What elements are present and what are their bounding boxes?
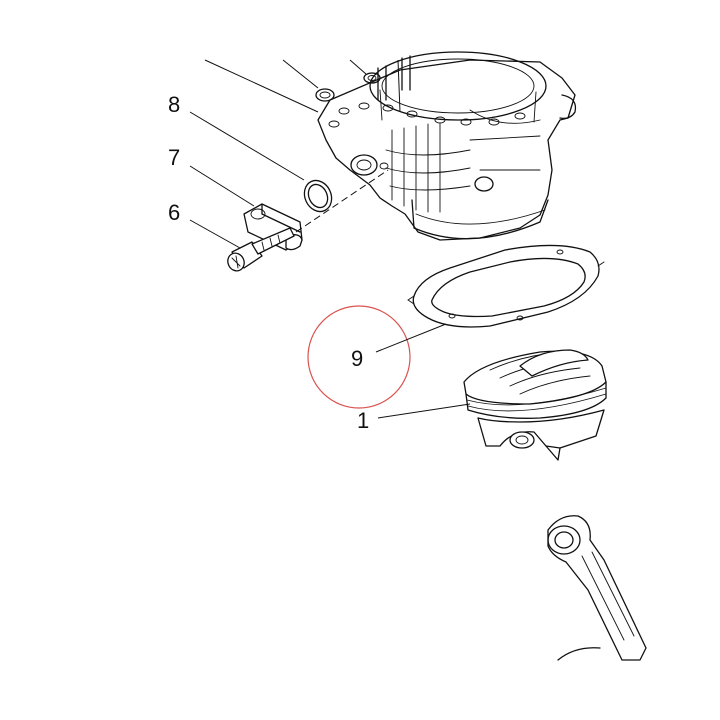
piston-part — [463, 349, 607, 461]
assembly-axis — [295, 169, 389, 233]
leader-top-3 — [349, 59, 367, 75]
leader-top-2 — [282, 59, 319, 89]
highlight-circle — [307, 305, 411, 409]
callout-label: 7 — [168, 145, 180, 170]
retaining-ring-part — [303, 179, 333, 213]
callout-label: 6 — [168, 200, 180, 225]
connecting-rod-part — [547, 515, 647, 661]
callout-9: 9 — [307, 305, 447, 409]
cylinder-part — [317, 51, 577, 241]
callout-7: 7 — [168, 145, 255, 207]
o-ring-small-1 — [315, 88, 335, 102]
callout-8: 8 — [168, 92, 305, 181]
o-ring-small-2 — [363, 72, 381, 84]
leader-top-1 — [204, 59, 319, 113]
callout-1: 1 — [357, 403, 471, 433]
socket-screw-part — [227, 227, 295, 272]
leader-top-4 — [397, 59, 401, 113]
callout-label: 8 — [168, 92, 180, 117]
callout-label: 9 — [351, 346, 363, 371]
callout-label: 1 — [357, 408, 369, 433]
base-gasket-part — [407, 244, 605, 328]
callout-6: 6 — [168, 200, 241, 249]
